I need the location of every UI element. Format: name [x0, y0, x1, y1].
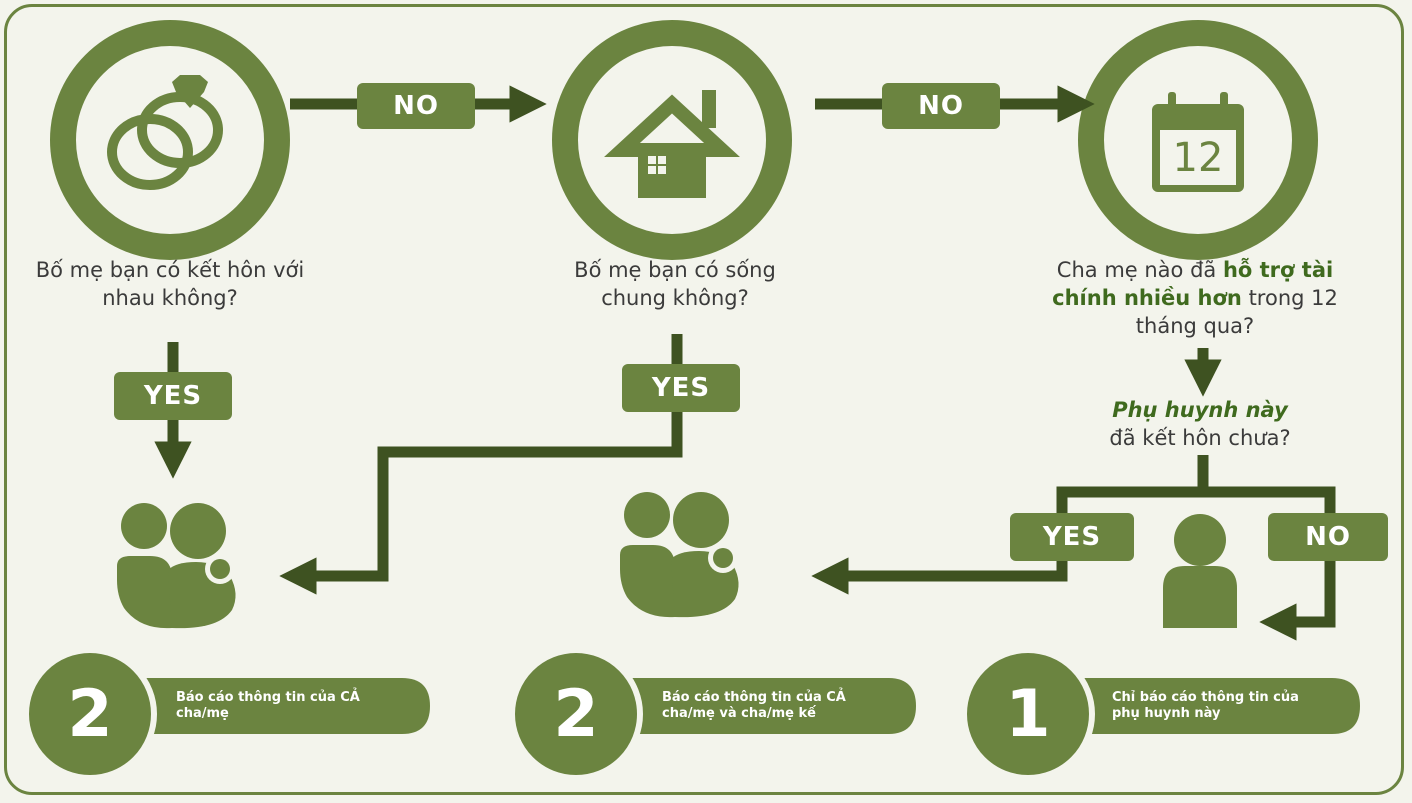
q3-post: trong 12 tháng qua? — [1135, 286, 1338, 338]
family-icon-1 — [117, 503, 236, 629]
wedding-rings-icon — [107, 92, 223, 190]
no-label-1: NO — [393, 91, 439, 121]
result-number-3: 1 — [1005, 676, 1051, 752]
yes-label-1: YES — [143, 381, 203, 411]
q4-bold: Phụ huynh này — [1112, 398, 1288, 422]
question-parent-married: Phụ huynh này đã kết hôn chưa? — [1080, 396, 1320, 452]
no-pill-3 — [1268, 513, 1388, 561]
result-text-1: Báo cáo thông tin của CẢ cha/mẹ — [176, 690, 360, 721]
yes-pill-1 — [114, 372, 232, 420]
q3-bold: hỗ trợ tài chính nhiều hơn — [1052, 258, 1334, 310]
result-bar-1 — [88, 678, 430, 734]
no-label-2: NO — [918, 91, 964, 121]
result-circle-2 — [509, 647, 643, 781]
no-pill-2 — [882, 83, 1000, 129]
calendar-circle — [1078, 20, 1318, 260]
diamond-icon — [172, 75, 208, 108]
yes-label-2: YES — [651, 373, 711, 403]
q3-pre: Cha mẹ nào đã — [1056, 258, 1223, 282]
result-text-2: Báo cáo thông tin của CẢ cha/mẹ và cha/m… — [662, 690, 846, 721]
house-circle — [552, 20, 792, 260]
yes-pill-3 — [1010, 513, 1134, 561]
yes-pill-2 — [622, 364, 740, 412]
result-circle-1 — [23, 647, 157, 781]
result-number-1: 2 — [67, 676, 113, 752]
rings-circle — [50, 20, 290, 260]
branch-bar — [1056, 486, 1336, 641]
result-number-2: 2 — [553, 676, 599, 752]
no-pill-1 — [357, 83, 475, 129]
question-financial-support: Cha mẹ nào đã hỗ trợ tài chính nhiều hơn… — [1040, 256, 1350, 340]
arrow-yes-2 — [279, 334, 683, 595]
result-circle-3 — [961, 647, 1095, 781]
calendar-icon — [1152, 92, 1244, 192]
calendar-day: 12 — [1172, 134, 1224, 181]
question-married: Bố mẹ bạn có kết hôn với nhau không? — [35, 258, 305, 310]
result-bar-3 — [1046, 678, 1360, 734]
yes-label-3: YES — [1042, 522, 1102, 552]
family-icon-2 — [620, 492, 739, 618]
q4-post: đã kết hôn chưa? — [1109, 426, 1291, 450]
house-icon — [604, 90, 740, 198]
result-text-3: Chỉ báo cáo thông tin của phụ huynh này — [1112, 690, 1299, 721]
no-label-3: NO — [1305, 522, 1351, 552]
person-icon — [1163, 514, 1237, 628]
question-living-together: Bố mẹ bạn có sống chung không? — [574, 258, 776, 310]
result-bar-2 — [574, 678, 916, 734]
